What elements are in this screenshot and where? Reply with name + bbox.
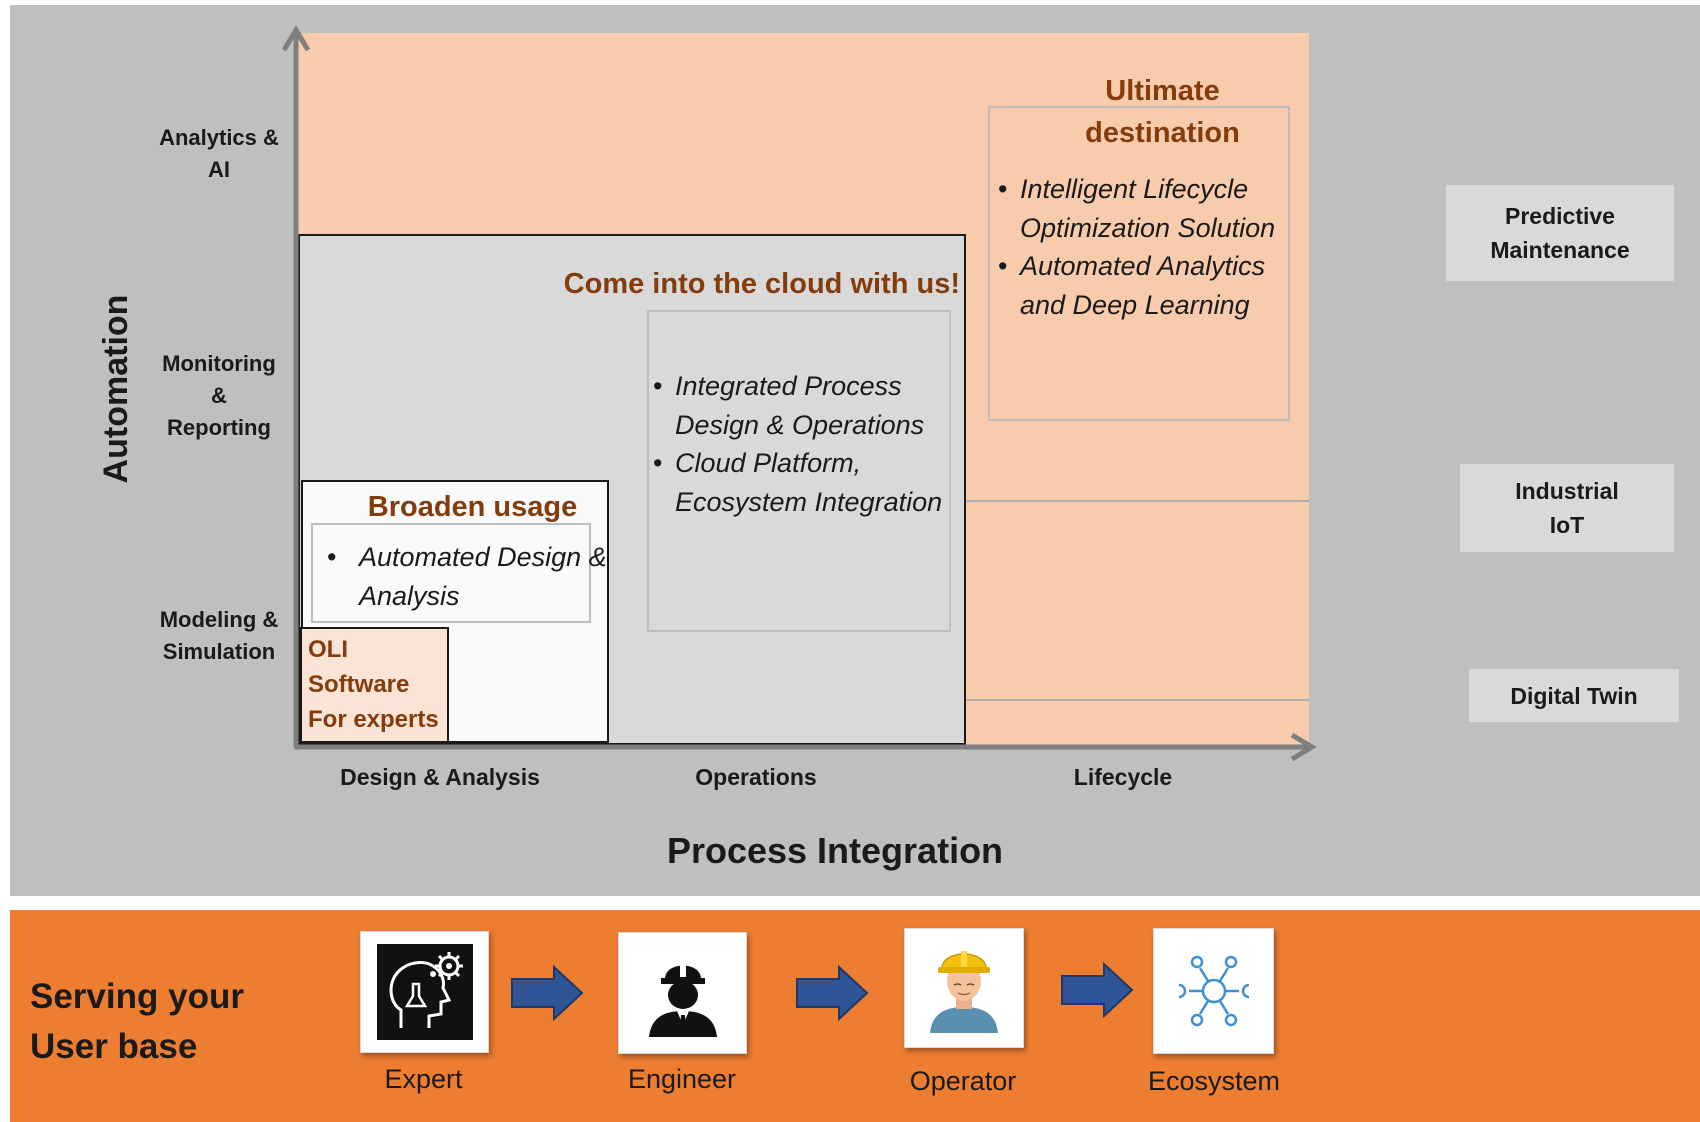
ecosystem-network-icon: [1178, 955, 1249, 1027]
zone-divider-line: [966, 500, 1309, 502]
role-label-ecosystem: Ecosystem: [1147, 1066, 1281, 1096]
oli-software-title: OLI Software For experts: [308, 636, 439, 733]
user-base-band: [10, 910, 1700, 1122]
x-axis-title: Process Integration: [666, 830, 1004, 871]
expert-head-gear-icon: [376, 944, 473, 1040]
y-axis-title: Automation: [97, 294, 135, 484]
expert-card: [360, 931, 489, 1053]
bullet-item: Cloud Platform, Ecosystem Integration: [651, 444, 951, 521]
flow-arrow-icon: [511, 965, 584, 1021]
bullet-item: Automated Analytics and Deep Learning: [996, 247, 1286, 324]
x-axis-arrowhead: [1290, 732, 1317, 762]
x-level-operations: Operations: [695, 764, 817, 790]
cloud-bullets-box: Integrated Process Design & Operations C…: [647, 310, 951, 632]
broaden-usage-title: Broaden usage: [367, 491, 578, 523]
broaden-bullets-box: Automated Design & Analysis: [311, 523, 607, 623]
operator-card: [904, 928, 1024, 1048]
y-axis-arrowhead: [281, 25, 311, 52]
x-level-design: Design & Analysis: [340, 764, 540, 790]
side-label-digital-twin: Digital Twin: [1469, 669, 1679, 722]
role-label-operator: Operator: [909, 1066, 1017, 1096]
operator-worker-icon: [930, 951, 998, 1033]
flow-arrow-icon: [1061, 962, 1134, 1018]
user-base-heading: Serving your User base: [30, 977, 244, 1066]
y-level-monitoring: Monitoring & Reporting: [162, 351, 276, 440]
engineer-hardhat-icon: [648, 963, 717, 1037]
bullet-item: Intelligent Lifecycle Optimization Solut…: [996, 170, 1286, 247]
cloud-zone-title: Come into the cloud with us!: [563, 268, 960, 300]
role-label-engineer: Engineer: [627, 1064, 737, 1094]
broaden-bullet-list: Automated Design & Analysis: [325, 538, 615, 615]
oli-software-zone: [300, 627, 449, 743]
y-level-analytics: Analytics & AI: [159, 125, 279, 182]
side-label-predictive-maintenance: Predictive Maintenance: [1446, 185, 1674, 281]
engineer-card: [618, 932, 747, 1054]
ultimate-destination-title: Ultimate destination: [1085, 75, 1240, 149]
bullet-item: Integrated Process Design & Operations: [651, 367, 951, 444]
cloud-bullet-list: Integrated Process Design & Operations C…: [651, 367, 951, 521]
x-level-lifecycle: Lifecycle: [1073, 764, 1173, 790]
ultimate-bullets-box: Intelligent Lifecycle Optimization Solut…: [988, 106, 1290, 421]
flow-arrow-icon: [796, 965, 869, 1021]
y-level-modeling: Modeling & Simulation: [159, 607, 279, 664]
role-label-expert: Expert: [384, 1064, 463, 1094]
ecosystem-card: [1153, 928, 1274, 1054]
bullet-item: Automated Design & Analysis: [325, 538, 615, 615]
ultimate-bullet-list: Intelligent Lifecycle Optimization Solut…: [996, 170, 1286, 324]
side-label-industrial-iot: Industrial IoT: [1460, 464, 1674, 552]
